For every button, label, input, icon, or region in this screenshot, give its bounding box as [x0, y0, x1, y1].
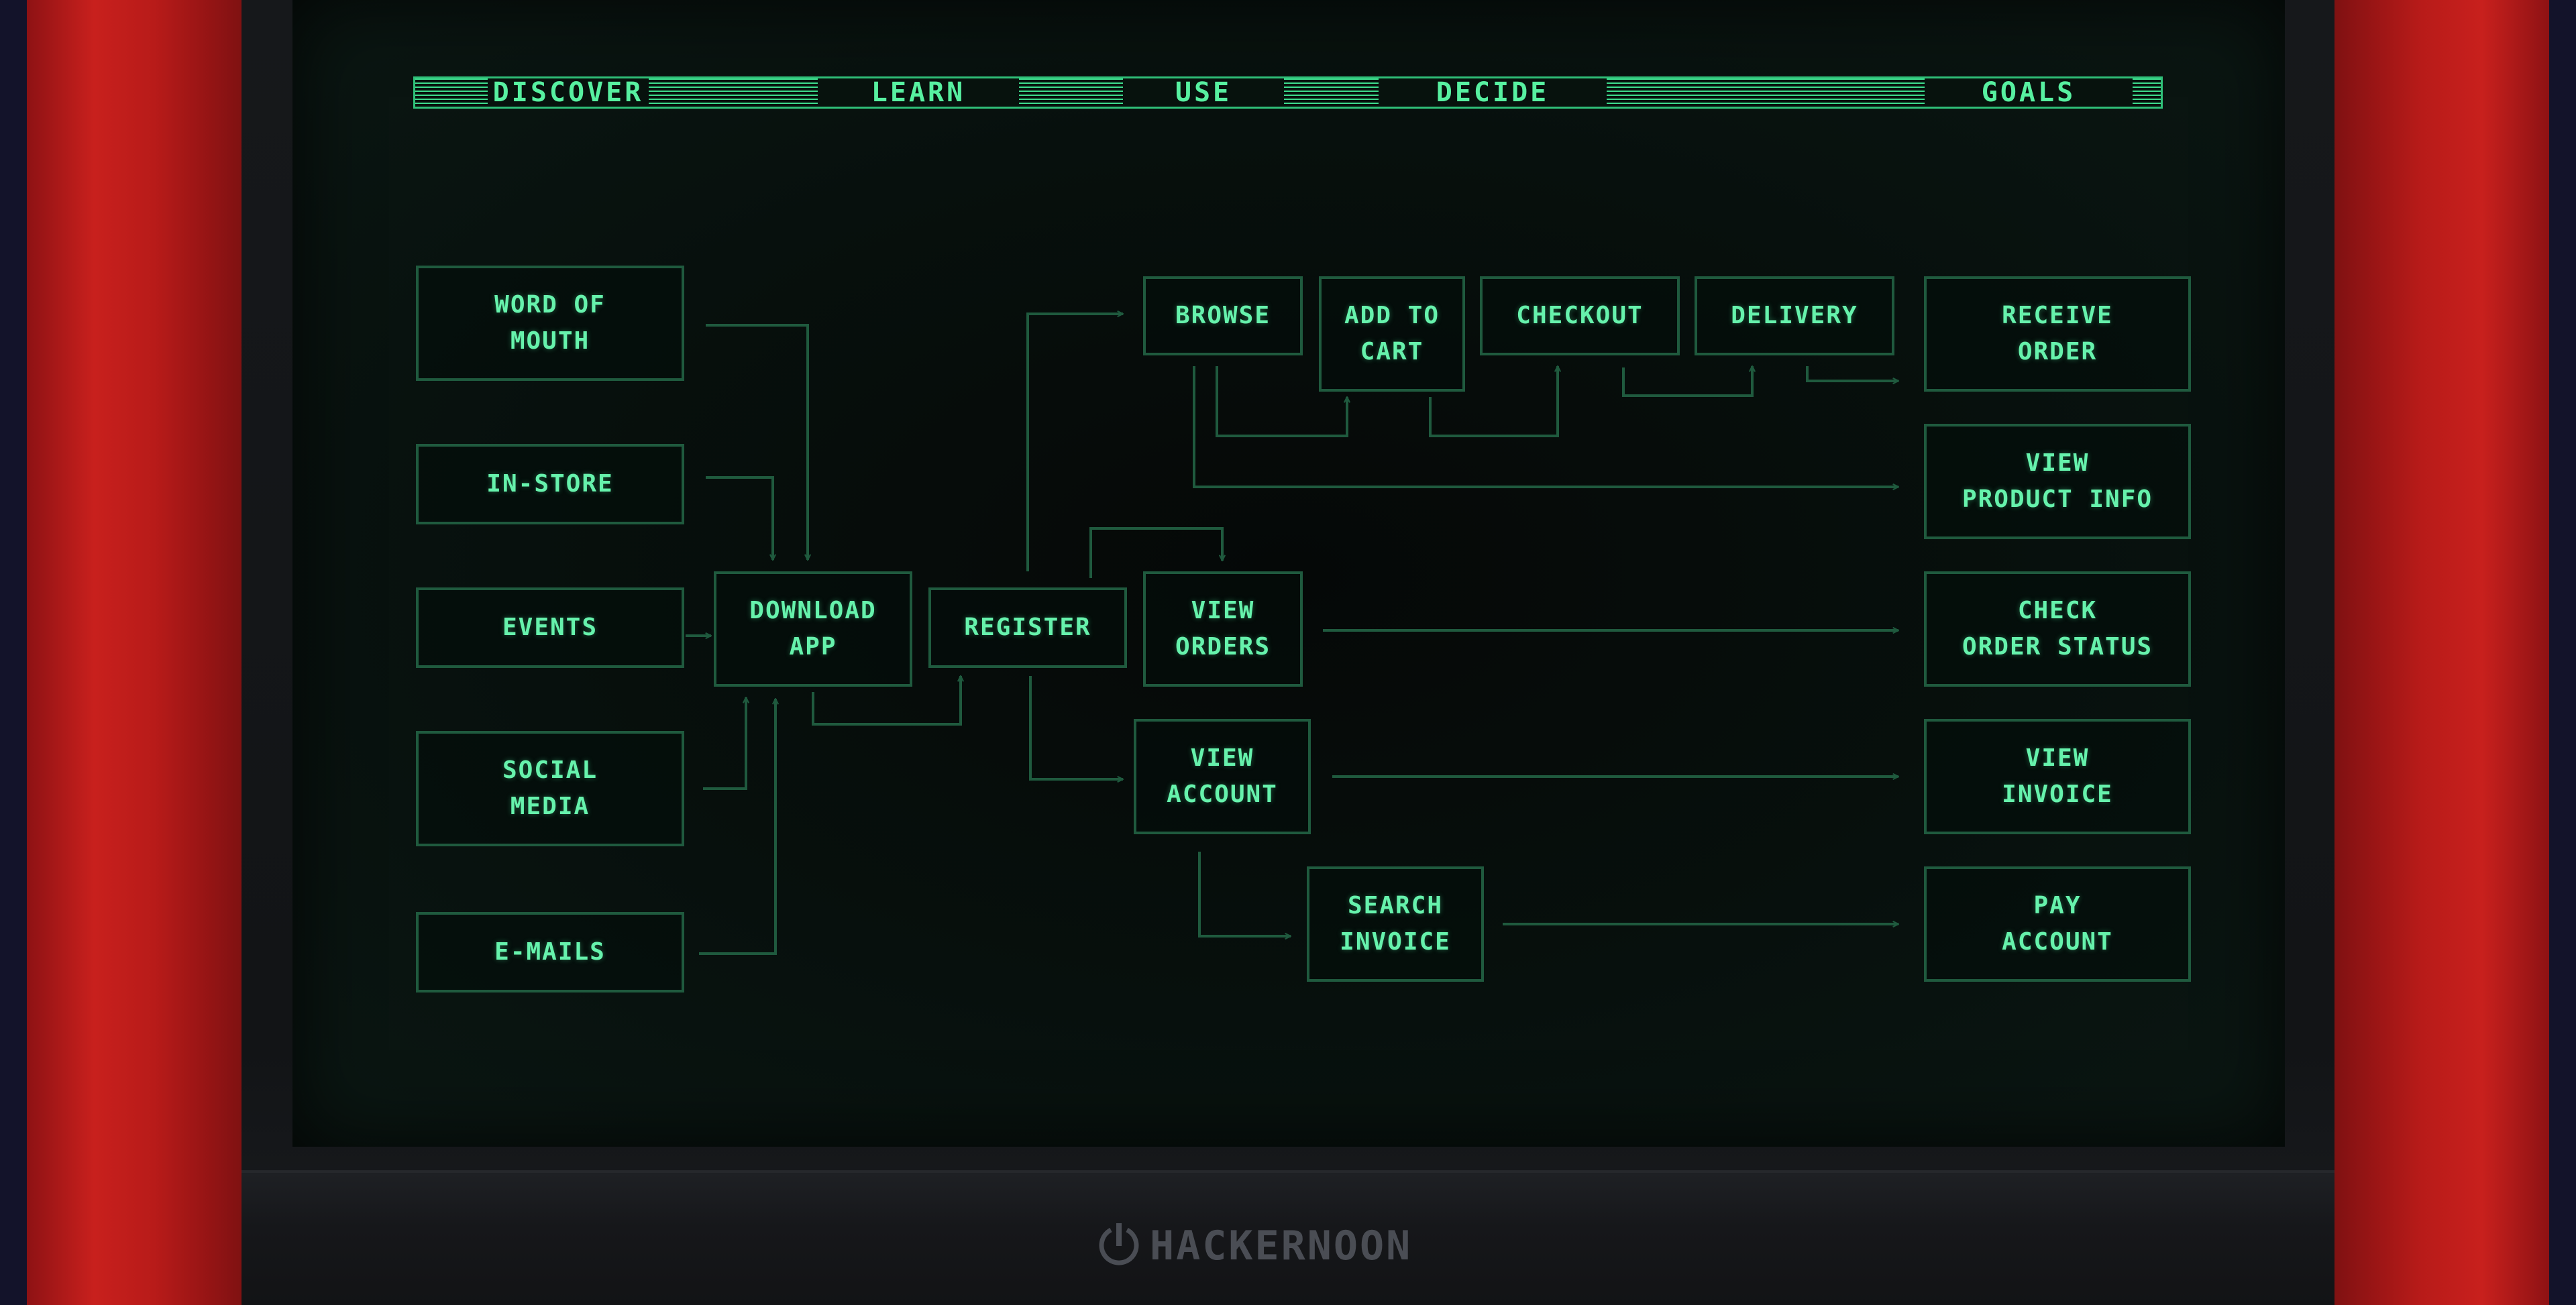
node-label: VIEW PRODUCT INFO: [1962, 449, 2153, 513]
stage-goals: GOALS: [1925, 78, 2133, 107]
edge-register-view-orders: [1089, 527, 1222, 578]
cabinet-right-panel: [2294, 0, 2576, 1305]
node-view-product-info: VIEW PRODUCT INFO: [1924, 424, 2191, 539]
brand-logo: HACKERNOON: [1097, 1219, 1412, 1273]
node-label: IN-STORE: [486, 470, 614, 498]
edge-account-search: [1198, 852, 1291, 936]
control-panel: [241, 1170, 2334, 1305]
node-label: DELIVERY: [1731, 302, 1858, 329]
edge-emails-download: [699, 699, 775, 955]
node-download-app: DOWNLOAD APP: [714, 571, 912, 687]
edge-checkout-delivery: [1622, 366, 1752, 397]
node-label: RECEIVE ORDER: [2002, 302, 2113, 365]
node-checkout: CHECKOUT: [1480, 276, 1680, 355]
brand-name: HACKERNOON: [1150, 1223, 1413, 1269]
node-label: VIEW ACCOUNT: [1167, 744, 1278, 808]
node-add-to-cart: ADD TO CART: [1319, 276, 1465, 392]
node-check-order-status: CHECK ORDER STATUS: [1924, 571, 2191, 687]
node-events: EVENTS: [416, 587, 684, 668]
edge-in-store-download: [706, 476, 773, 560]
node-view-orders: VIEW ORDERS: [1143, 571, 1303, 687]
node-label: VIEW ORDERS: [1175, 597, 1271, 661]
node-label: PAY ACCOUNT: [2002, 892, 2113, 956]
node-social-media: SOCIAL MEDIA: [416, 731, 684, 846]
node-view-account: VIEW ACCOUNT: [1134, 719, 1311, 834]
node-label: E-MAILS: [494, 938, 606, 966]
stage-learn: LEARN: [818, 78, 1019, 107]
edge-delivery-receive: [1806, 366, 1898, 381]
edge-cart-checkout: [1429, 366, 1558, 437]
edge-register-browse: [1026, 314, 1123, 571]
node-browse: BROWSE: [1143, 276, 1303, 355]
node-label: CHECK ORDER STATUS: [1962, 597, 2153, 661]
stage-bar: DISCOVER LEARN USE DECIDE GOALS: [413, 76, 2163, 109]
node-in-store: IN-STORE: [416, 444, 684, 524]
node-label: ADD TO CART: [1344, 302, 1440, 365]
node-label: CHECKOUT: [1516, 302, 1644, 329]
edge-download-register: [812, 676, 961, 726]
node-register: REGISTER: [928, 587, 1127, 668]
node-label: DOWNLOAD APP: [749, 597, 877, 661]
node-word-of-mouth: WORD OF MOUTH: [416, 266, 684, 381]
edge-browse-cart: [1216, 366, 1347, 437]
node-label: WORD OF MOUTH: [494, 291, 606, 355]
node-e-mails: E-MAILS: [416, 912, 684, 992]
node-label: REGISTER: [964, 614, 1091, 641]
node-label: SOCIAL MEDIA: [502, 756, 598, 820]
stage-use: USE: [1123, 78, 1284, 107]
edge-social-download: [703, 697, 746, 790]
edge-browse-product-info: [1193, 366, 1898, 487]
edge-register-view-account: [1029, 676, 1123, 779]
node-label: BROWSE: [1175, 302, 1271, 329]
node-pay-account: PAY ACCOUNT: [1924, 866, 2191, 982]
node-search-invoice: SEARCH INVOICE: [1307, 866, 1484, 982]
power-icon: [1099, 1223, 1139, 1265]
stage-decide: DECIDE: [1379, 78, 1607, 107]
stage-discover: DISCOVER: [488, 78, 649, 107]
node-view-invoice: VIEW INVOICE: [1924, 719, 2191, 834]
cabinet-left-panel: [0, 0, 282, 1305]
node-label: EVENTS: [502, 614, 598, 641]
node-receive-order: RECEIVE ORDER: [1924, 276, 2191, 392]
edge-word-of-mouth-download: [706, 324, 808, 560]
node-label: VIEW INVOICE: [2002, 744, 2113, 808]
node-label: SEARCH INVOICE: [1340, 892, 1451, 956]
node-delivery: DELIVERY: [1695, 276, 1894, 355]
